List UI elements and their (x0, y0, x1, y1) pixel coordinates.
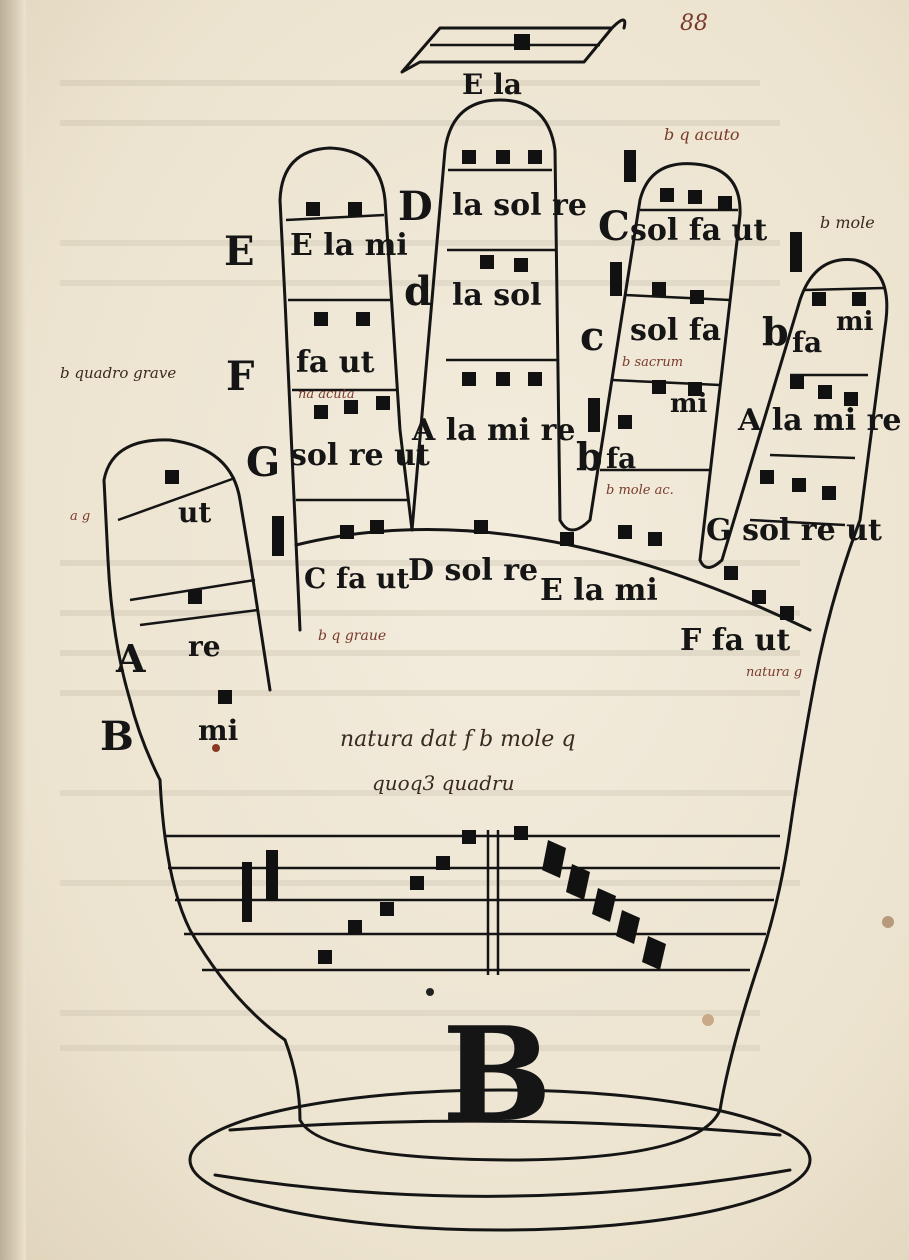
little-letter-b: b (762, 309, 789, 354)
thumb-label-re: re (188, 630, 221, 663)
ring-letter-c-upper: C (598, 203, 630, 250)
thumb: ut re mi A B (100, 470, 238, 760)
index-letter-g: G (246, 439, 280, 486)
little-finger: mi fa A la mi re G sol re ut b (706, 232, 901, 548)
palm-label-e-la-mi: E la mi (540, 573, 658, 608)
palm-row: C fa ut D sol re E la mi F fa ut (272, 516, 794, 658)
annotation-na-acuta: na acuta (298, 387, 355, 402)
annotation-natura-g: natura g (746, 665, 802, 680)
annotation-quadru-line: quoq3 quadru (372, 771, 514, 795)
ring-label-sol-fa-ut: sol fa ut (630, 213, 767, 248)
ink-stains (212, 744, 894, 1026)
palm-label-c-fa-ut: C fa ut (304, 562, 409, 595)
little-label-mi: mi (836, 307, 874, 337)
ring-finger: sol fa ut sol fa mi fa C c b (576, 150, 767, 546)
annotation-b-quadro: b quadro grave (60, 364, 176, 382)
middle-label-la-sol-re: la sol re (452, 188, 587, 223)
gamut-letter-b: B (100, 713, 134, 760)
top-label: E la (462, 68, 522, 101)
thumb-label-mi: mi (198, 714, 238, 747)
base-letter: B (442, 998, 552, 1151)
ring-label-sol-fa: sol fa (630, 313, 721, 348)
gamut-letter-a: A (115, 636, 146, 681)
index-finger: E la mi fa ut sol re ut E F G (224, 202, 430, 486)
palm-label-f-fa-ut: F fa ut (680, 623, 790, 658)
little-label-fa: fa (792, 326, 822, 359)
annotation-b-sacrum: b sacrum (622, 355, 683, 370)
top-banner: E la (400, 18, 627, 101)
annotation-a-g: a g (70, 509, 90, 524)
page-number: 88 (680, 11, 708, 36)
index-label-fa-ut: fa ut (296, 345, 375, 380)
index-label-sol-re-ut: sol re ut (290, 438, 430, 473)
thumb-label-ut: ut (178, 496, 211, 529)
middle-finger: la sol re la sol A la mi re D d (398, 150, 587, 448)
annotation-b-acuto: b q acuto (664, 125, 740, 144)
annotation-b-mole-acuta: b mole ac. (606, 483, 674, 498)
middle-letter-d-lower: d (404, 268, 432, 315)
middle-label-la-sol: la sol (452, 278, 542, 313)
ring-label-mi: mi (670, 389, 708, 419)
annotation-natura-line: natura dat f b mole q (340, 727, 575, 752)
little-label-a-la-mi-re: A la mi re (737, 403, 901, 438)
music-staff (164, 826, 780, 975)
hand-outline (102, 98, 889, 1232)
ring-letter-b: b (576, 434, 603, 479)
bleed-through-text (60, 80, 800, 1051)
annotation-b-mole-top: b mole (820, 213, 875, 232)
annotation-b-q-graue: b q graue (318, 628, 386, 644)
book-spine-shadow (0, 0, 26, 1260)
index-letter-e: E (224, 228, 255, 275)
index-letter-f: F (226, 353, 254, 400)
middle-label-a-la-mi-re: A la mi re (411, 413, 575, 448)
little-label-g-sol-re-ut: G sol re ut (706, 513, 882, 548)
middle-letter-d-upper: D (398, 183, 433, 230)
ring-letter-c-lower: c (580, 313, 604, 360)
index-label-e-la-mi: E la mi (290, 228, 408, 263)
ring-label-fa: fa (606, 442, 636, 475)
palm-label-d-sol-re: D sol re (408, 553, 538, 588)
handwritten-annotations: b q acuto b mole b quadro grave na acuta… (60, 125, 875, 795)
